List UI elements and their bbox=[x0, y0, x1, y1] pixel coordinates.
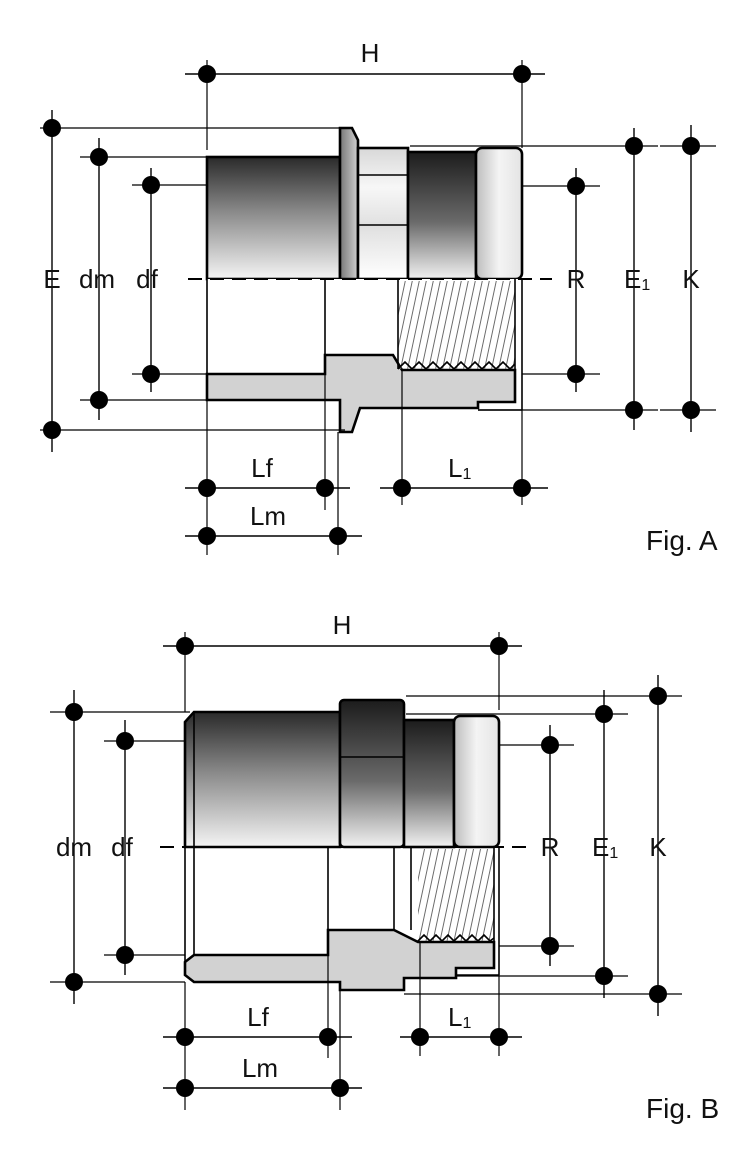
wall-section-lower-b bbox=[183, 928, 496, 992]
label-e-a: E bbox=[43, 264, 60, 294]
label-lm-a: Lm bbox=[250, 501, 286, 531]
label-k-a: K bbox=[682, 264, 700, 294]
label-df-a: df bbox=[136, 264, 158, 294]
label-h-b: H bbox=[333, 610, 352, 640]
body-upper bbox=[205, 155, 342, 281]
label-lf-a: Lf bbox=[251, 453, 273, 483]
label-l1-b: L1 bbox=[448, 1002, 471, 1032]
insert-upper-b bbox=[402, 718, 456, 849]
label-k-b: K bbox=[649, 832, 667, 862]
end-ring-upper bbox=[474, 146, 524, 281]
label-df-b: df bbox=[111, 832, 133, 862]
caption-fig-b: Fig. B bbox=[646, 1093, 719, 1124]
body-upper-b bbox=[183, 710, 342, 849]
nut-upper-b bbox=[338, 698, 406, 849]
label-r-a: R bbox=[567, 264, 586, 294]
end-ring-upper-b bbox=[452, 714, 501, 849]
label-h-a: H bbox=[361, 38, 380, 68]
label-dm-a: dm bbox=[79, 264, 115, 294]
flange-upper bbox=[338, 126, 360, 281]
label-dm-b: dm bbox=[56, 832, 92, 862]
label-lm-b: Lm bbox=[242, 1053, 278, 1083]
label-lf-b: Lf bbox=[247, 1002, 269, 1032]
figure-b: H dm df R E1 K bbox=[50, 610, 719, 1124]
sleeve-upper bbox=[356, 146, 410, 281]
thread-teeth bbox=[397, 360, 516, 371]
wall-section-lower bbox=[205, 353, 517, 434]
label-e1-a: E1 bbox=[624, 264, 650, 294]
figure-a: H E dm df R E1 bbox=[40, 38, 718, 556]
thread-region bbox=[398, 281, 515, 369]
label-r-b: R bbox=[541, 832, 560, 862]
label-e1-b: E1 bbox=[592, 832, 618, 862]
thread-region-b bbox=[418, 849, 494, 941]
insert-upper bbox=[406, 150, 478, 281]
caption-fig-a: Fig. A bbox=[646, 525, 718, 556]
thread-teeth-b bbox=[417, 933, 495, 943]
label-l1-a: L1 bbox=[448, 453, 471, 483]
